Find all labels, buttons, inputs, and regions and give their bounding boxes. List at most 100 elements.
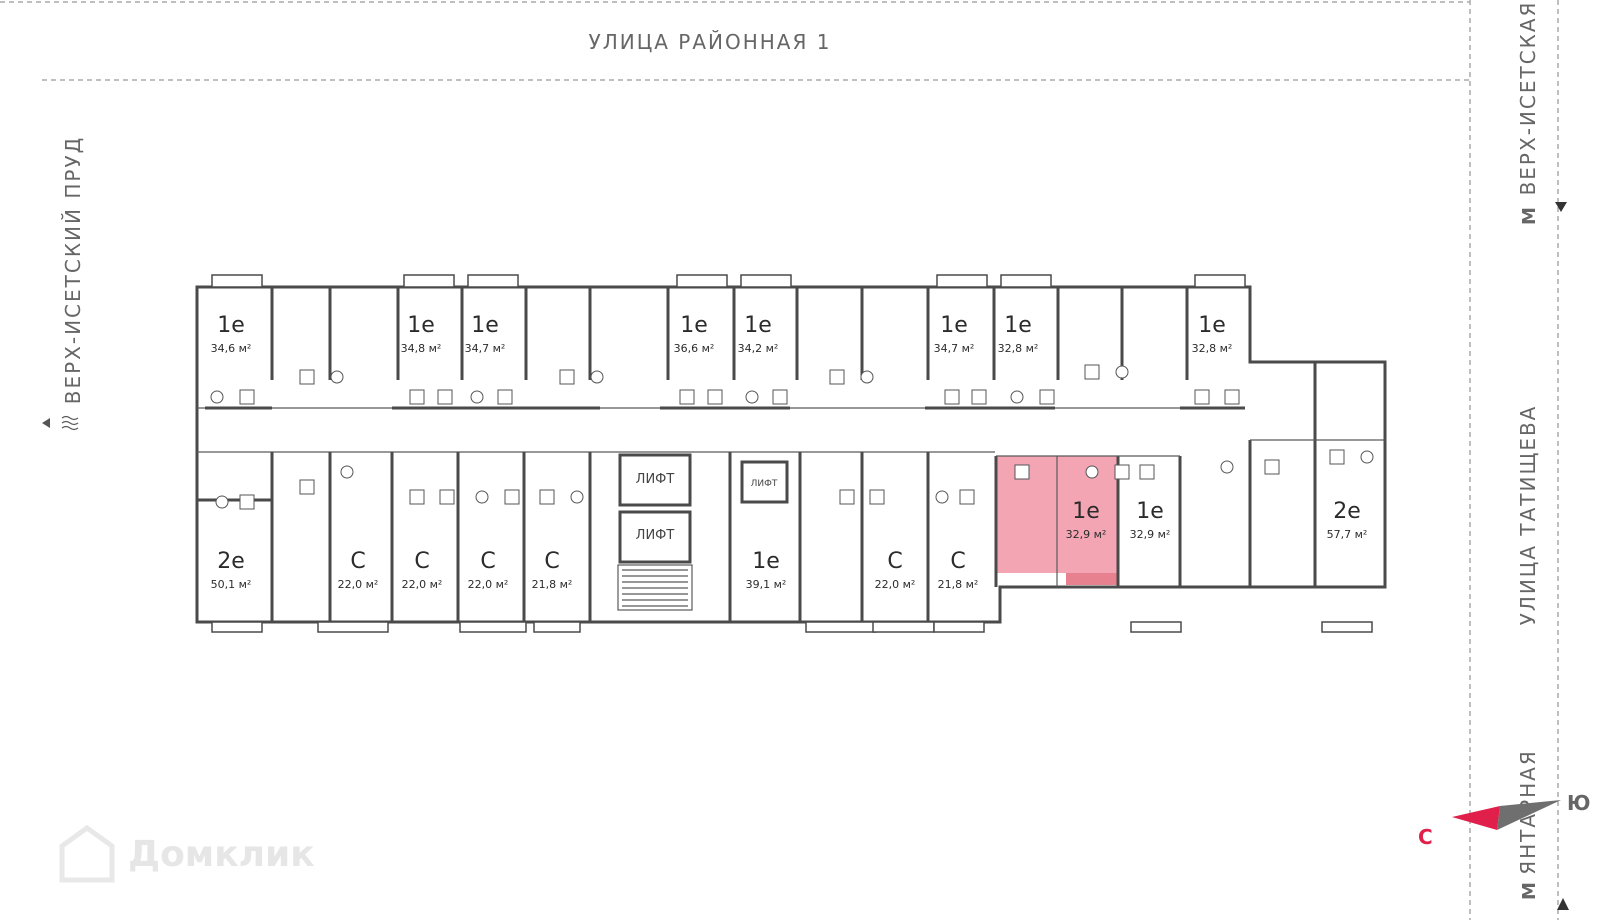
sink-icon	[439, 489, 455, 505]
staircase	[617, 564, 693, 611]
compass: С Ю	[1418, 791, 1590, 849]
apartment-area-label: 36,6 м²	[674, 342, 715, 355]
street-label-left: ВЕРХ-ИСЕТСКИЙ ПРУД	[61, 136, 85, 404]
compass-north-label: С	[1418, 825, 1433, 849]
toilet-icon	[1115, 365, 1129, 379]
apartment-type-label: 1е	[752, 549, 780, 574]
arrow-up-icon	[1557, 898, 1569, 910]
lift-label: ЛИФТ	[636, 472, 675, 487]
house-logo-icon	[59, 824, 115, 883]
toilet-icon	[1360, 450, 1374, 464]
sink-icon	[409, 489, 425, 505]
lift-shaft	[618, 453, 692, 507]
toilet-icon	[340, 465, 354, 479]
balcony	[1321, 621, 1373, 633]
lift-shaft	[740, 460, 789, 504]
watermark-text: Домклик	[128, 834, 315, 875]
sink-icon	[1329, 449, 1345, 465]
sink-icon	[944, 389, 960, 405]
balcony	[1194, 274, 1246, 288]
apartment-type-label: 2е	[1333, 499, 1361, 524]
apartment-area-label: 21,8 м²	[938, 578, 979, 591]
toilet-icon	[860, 370, 874, 384]
interior-walls	[197, 274, 1385, 633]
sink-icon	[239, 494, 255, 510]
sink-icon	[559, 369, 575, 385]
balcony	[1000, 274, 1052, 288]
apartment-area-label: 34,8 м²	[401, 342, 442, 355]
toilet-icon	[1010, 390, 1024, 404]
apartment-type-label: 1е	[471, 313, 499, 338]
sink-icon	[1194, 389, 1210, 405]
watermark: Домклик	[59, 824, 315, 883]
toilet-icon	[470, 390, 484, 404]
compass-south-icon	[1497, 800, 1561, 830]
apartment-type-label: 1е	[1072, 499, 1100, 524]
apartment-area-label: 34,2 м²	[738, 342, 779, 355]
toilet-icon	[1220, 460, 1234, 474]
pond-icon	[61, 415, 79, 431]
sink-icon	[299, 369, 315, 385]
toilet-icon	[935, 490, 949, 504]
apartment-area-label: 22,0 м²	[338, 578, 379, 591]
apartment-area-label: 22,0 м²	[402, 578, 443, 591]
apartment-type-label: С	[480, 549, 495, 574]
sink-icon	[1084, 364, 1100, 380]
metro-icon-bottom: М	[1519, 880, 1540, 900]
sink-icon	[959, 489, 975, 505]
compass-north-icon	[1452, 806, 1500, 830]
toilet-icon	[590, 370, 604, 384]
balcony	[533, 621, 581, 633]
sink-icon	[869, 489, 885, 505]
sink-icon	[1224, 389, 1240, 405]
apartment-type-label: 1е	[744, 313, 772, 338]
sink-icon	[1264, 459, 1280, 475]
apartment-type-label: 1е	[407, 313, 435, 338]
apartment-type-label: 1е	[680, 313, 708, 338]
apartment-type-label: 1е	[1136, 499, 1164, 524]
apartment-area-label: 39,1 м²	[746, 578, 787, 591]
toilet-icon	[215, 495, 229, 509]
apartment-type-label: 1е	[1004, 313, 1032, 338]
balcony	[459, 621, 527, 633]
apartment-type-label: 1е	[217, 313, 245, 338]
street-label-right: УЛИЦА ТАТИЩЕВА	[1516, 405, 1540, 626]
sink-icon	[1014, 464, 1030, 480]
apartment-area-label: 57,7 м²	[1327, 528, 1368, 541]
toilet-icon	[330, 370, 344, 384]
apartment-area-label: 32,8 м²	[1192, 342, 1233, 355]
sink-icon	[1114, 464, 1130, 480]
lift-label: ЛИФТ	[751, 479, 778, 489]
balcony	[805, 621, 877, 633]
arrow-left-icon	[42, 418, 50, 428]
apartment-type-label: С	[950, 549, 965, 574]
apartment-area-label: 50,1 м²	[211, 578, 252, 591]
street-label-top: УЛИЦА РАЙОННАЯ 1	[589, 30, 832, 54]
arrow-down-icon	[1555, 202, 1567, 212]
balcony	[1130, 621, 1182, 633]
sink-icon	[437, 389, 453, 405]
sink-icon	[971, 389, 987, 405]
apartment-area-label: 32,9 м²	[1130, 528, 1171, 541]
sink-icon	[829, 369, 845, 385]
toilet-icon	[1085, 465, 1099, 479]
sink-icon	[707, 389, 723, 405]
apartment-type-label: 2е	[217, 549, 245, 574]
sink-icon	[239, 389, 255, 405]
apartment-type-label: 1е	[1198, 313, 1226, 338]
toilet-icon	[475, 490, 489, 504]
apartment-type-label: С	[887, 549, 902, 574]
apartment-area-label: 32,9 м²	[1066, 528, 1107, 541]
balcony	[211, 621, 263, 633]
balcony	[467, 274, 519, 288]
apartment-area-label: 34,6 м²	[211, 342, 252, 355]
lift-shaft	[618, 510, 692, 564]
sink-icon	[839, 489, 855, 505]
balcony	[740, 274, 792, 288]
sink-icon	[1039, 389, 1055, 405]
apartment-area-label: 34,7 м²	[465, 342, 506, 355]
apartment-type-label: 1е	[940, 313, 968, 338]
apartment-area-label: 32,8 м²	[998, 342, 1039, 355]
